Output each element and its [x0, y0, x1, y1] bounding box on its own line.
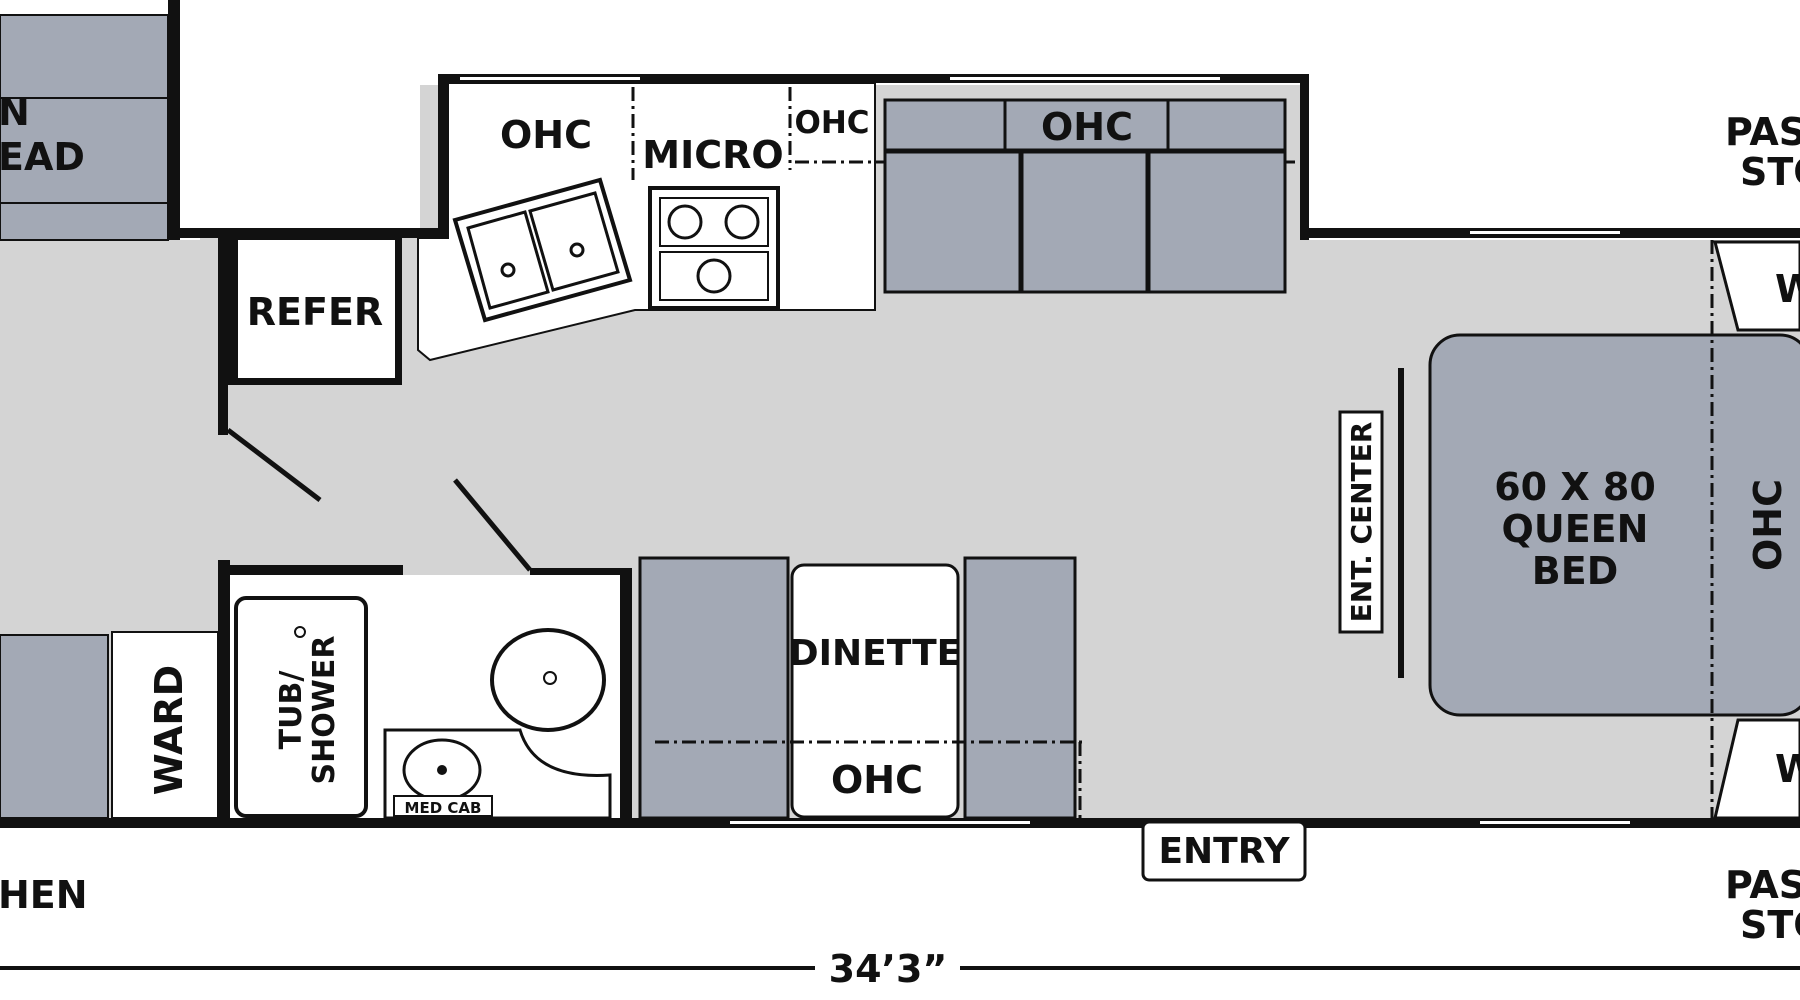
- kitchen-bottom-label: HEN: [0, 873, 88, 917]
- ohc-sofa-label: OHC: [1041, 105, 1133, 149]
- ohc-dinette-label: OHC: [831, 758, 923, 802]
- dinette-label: DINETTE: [789, 633, 962, 674]
- entry-label: ENTRY: [1158, 831, 1290, 872]
- rear-bed: [0, 634, 109, 819]
- med-cab-label: MED CAB: [405, 799, 482, 817]
- kitchen-sink: [452, 177, 633, 323]
- ohc-kitchen-label: OHC: [500, 113, 592, 157]
- refrigerator: [218, 235, 402, 385]
- pass-through-bottom-label: PASSTO: [1725, 863, 1800, 947]
- right-wardrobes: [1713, 240, 1800, 820]
- wardrobe: [111, 631, 219, 819]
- ohc-small-label: OHC: [794, 105, 869, 141]
- length-dimension: 34’3”: [829, 947, 948, 991]
- sofa: [883, 98, 1287, 294]
- tub-shower-label: TUB/SHOWER: [274, 636, 342, 785]
- ohc-bed-label: OHC: [1746, 479, 1790, 571]
- wardrobe-top-label: W: [1775, 267, 1800, 311]
- bath-partition: [218, 235, 632, 822]
- entry-step: [1141, 820, 1307, 882]
- ward-label: WARD: [147, 665, 191, 795]
- wardrobe-bottom-label: W: [1775, 747, 1800, 791]
- refer-label: REFER: [247, 290, 383, 334]
- pass-through-top-label: PASSTO: [1725, 110, 1800, 194]
- ent-center-label: ENT. CENTER: [1345, 422, 1378, 623]
- micro-label: MICRO: [642, 133, 783, 177]
- bathroom: [230, 575, 620, 820]
- dinette: [638, 556, 1085, 820]
- ent-center: [1338, 368, 1404, 678]
- queen-bed: [1428, 333, 1800, 717]
- bath-door: [226, 428, 322, 502]
- bath-door-2: [453, 478, 532, 572]
- stove: [648, 186, 780, 310]
- windows: [460, 77, 1630, 824]
